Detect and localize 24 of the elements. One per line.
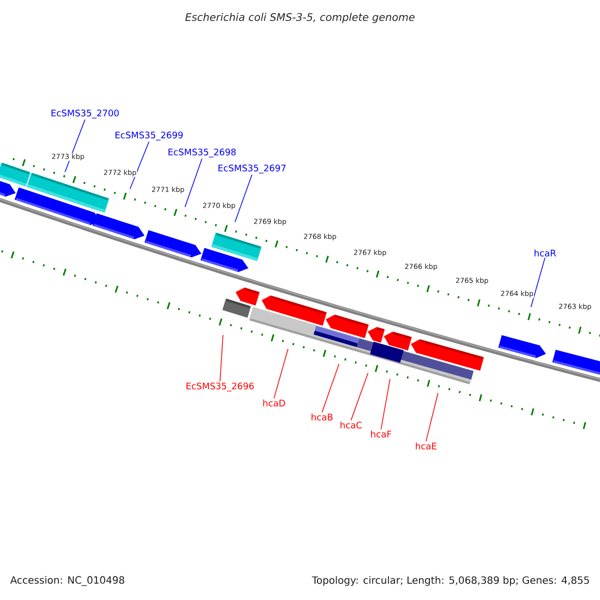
leader-line [350,372,368,421]
title: Escherichia coli SMS-3-5, complete genome [185,12,415,24]
leader-line [380,378,390,430]
leader-line [274,348,288,399]
leader-line [530,257,546,308]
leader-line [426,392,438,442]
leader-line [220,334,224,382]
gene-label: hcaE [416,442,436,450]
leader-line [130,141,150,190]
gene-label: EcSMS35_2698 [168,148,236,158]
gene-label: EcSMS35_2699 [116,132,183,140]
gene-label: EcSMS35_2700 [52,110,119,118]
gene-label: hcaF [371,430,392,438]
leader-line [322,364,340,413]
gene-label: hcaC [340,422,362,428]
gene-label: hcaB [312,414,333,420]
gene-label: EcSMS35_2697 [218,164,286,174]
gene-label: hcaR [534,250,556,256]
leader-line [184,158,202,208]
footer-text: Accession: NC_010498 [10,576,124,586]
gene-label: hcaD [263,400,286,406]
footer-text: Topology: circular; Length: 5,068,389 bp; Genes: 4,855 [312,576,589,586]
leader-line [234,174,252,222]
gene-label: EcSMS35_2696 [186,382,254,392]
